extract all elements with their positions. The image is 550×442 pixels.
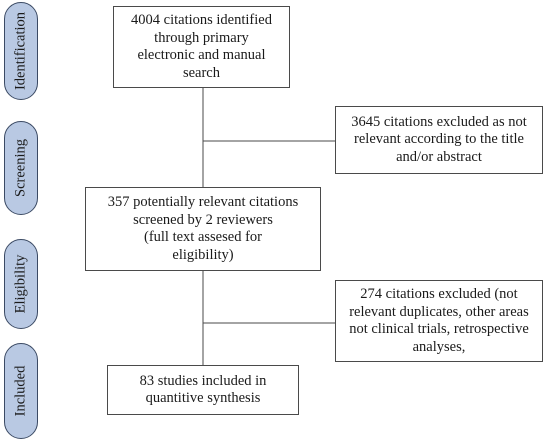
- identified-box: 4004 citations identified through primar…: [113, 6, 290, 88]
- excluded-duplicates-text: 274 citations excluded (not relevant dup…: [349, 286, 529, 355]
- stage-identification-label: Identification: [12, 11, 29, 91]
- included-box: 83 studies included in quantitive synthe…: [107, 365, 299, 415]
- stage-eligibility-label: Eligibility: [12, 254, 29, 314]
- identified-text: 4004 citations identified through primar…: [131, 12, 272, 81]
- screened-text: 357 potentially relevant citations scree…: [107, 194, 299, 263]
- stage-eligibility: Eligibility: [4, 239, 38, 329]
- stage-screening: Screening: [4, 121, 38, 215]
- stage-included-label: Included: [12, 365, 29, 417]
- excluded-title-box: 3645 citations excluded as not relevant …: [335, 106, 543, 174]
- excluded-duplicates-box: 274 citations excluded (not relevant dup…: [335, 280, 543, 362]
- stage-included: Included: [4, 343, 38, 439]
- included-text: 83 studies included in quantitive synthe…: [139, 372, 267, 407]
- screened-box: 357 potentially relevant citations scree…: [85, 187, 321, 271]
- excluded-title-text: 3645 citations excluded as not relevant …: [351, 113, 527, 165]
- stage-identification: Identification: [4, 2, 38, 100]
- stage-screening-label: Screening: [12, 139, 29, 197]
